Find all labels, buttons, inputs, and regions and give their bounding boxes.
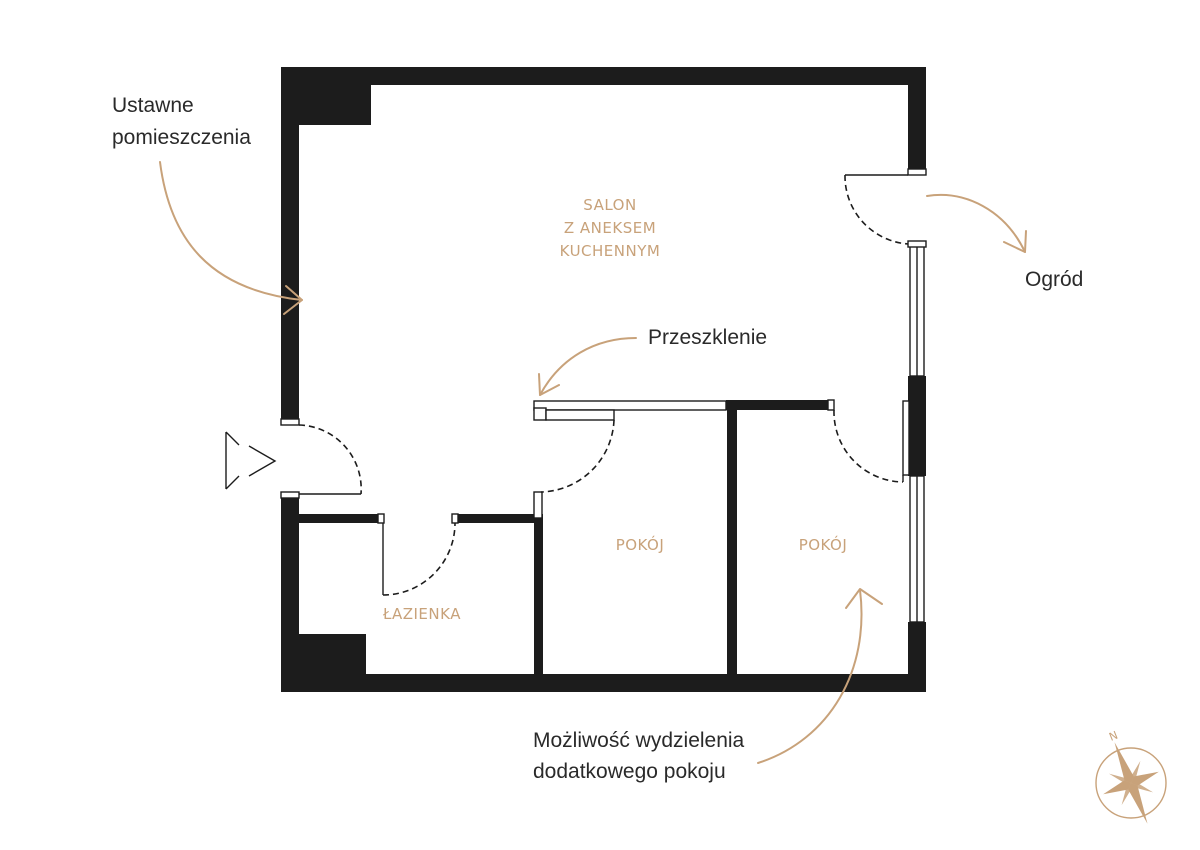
annotation-przeszklenie: Przeszklenie — [648, 326, 767, 349]
annotations: Ustawne pomieszczenia Ogród Przeszklenie… — [112, 94, 1083, 783]
salon-label-line1: SALON — [583, 196, 636, 214]
arrow-przeszklenie-icon — [539, 337, 637, 396]
annotation-ustawne-line1: Ustawne — [112, 94, 194, 117]
interior-walls — [299, 400, 834, 674]
compass-north-letter: N — [1107, 729, 1120, 744]
annotation-ogrod: Ogród — [1025, 268, 1083, 291]
pokoj-right-label: POKÓJ — [799, 535, 848, 554]
salon-label-line3: KUCHENNYM — [560, 242, 661, 260]
annotation-ustawne-line2: pomieszczenia — [112, 126, 251, 149]
salon-label-line2: Z ANEKSEM — [564, 219, 656, 237]
lazienka-label: ŁAZIENKA — [382, 605, 461, 623]
arrowhead-ustawne-icon — [283, 285, 303, 315]
arrow-mozliwosc-icon — [757, 589, 863, 764]
door-jambs — [280, 168, 927, 524]
annotation-arrows — [159, 161, 1027, 764]
annotation-mozliwosc-line1: Możliwość wydzielenia — [533, 729, 745, 752]
outer-walls — [281, 67, 926, 692]
right-wall-windows — [909, 245, 925, 623]
annotation-mozliwosc-line2: dodatkowego pokoju — [533, 760, 726, 783]
room-labels: SALON Z ANEKSEM KUCHENNYM ŁAZIENKA POKÓJ… — [382, 196, 847, 623]
arrow-ogrod-icon — [926, 194, 1026, 253]
entrance-arrow-icon — [225, 431, 277, 490]
arrowhead-mozliwosc-icon — [845, 588, 883, 609]
arrow-ustawne-icon — [159, 161, 303, 301]
arrowhead-ogrod-icon — [1003, 230, 1027, 253]
arrowhead-przeszklenie-icon — [538, 373, 560, 396]
doors — [298, 174, 909, 596]
pokoj-left-label: POKÓJ — [616, 535, 665, 554]
compass-rose-icon: N — [1095, 729, 1167, 824]
